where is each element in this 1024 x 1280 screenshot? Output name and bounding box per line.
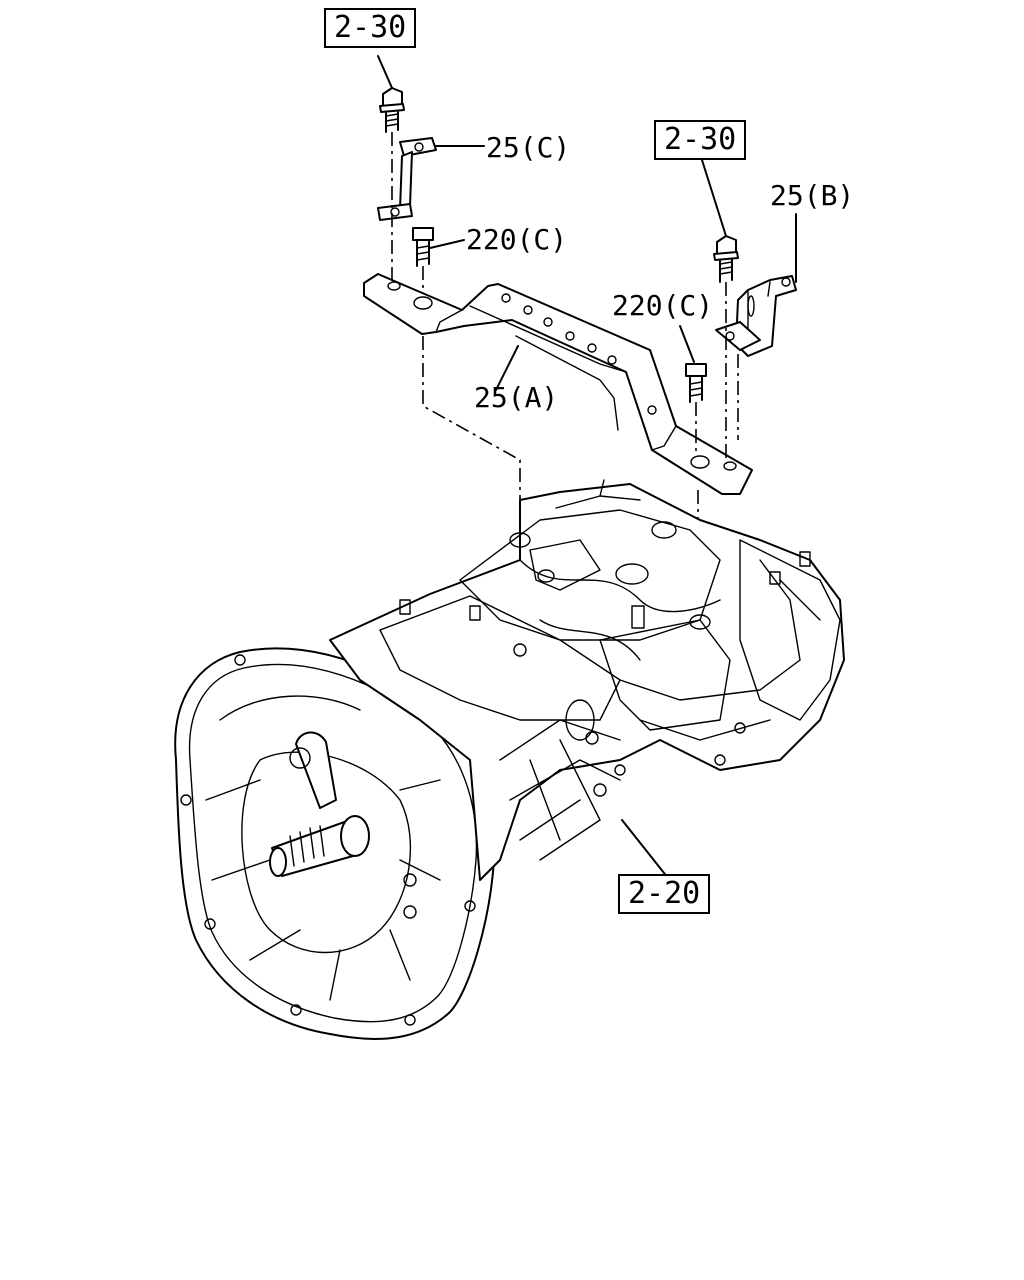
label-bolt-220c-right: 220(C) — [612, 289, 714, 322]
bracket-25c — [377, 137, 437, 221]
flange-bolt-right — [713, 235, 739, 283]
ref-callout-2-20[interactable]: 2-20 — [618, 874, 711, 914]
label-bracket-25b: 25(B) — [770, 179, 855, 212]
label-bolt-220c-left: 220(C) — [466, 223, 568, 256]
leader-line — [701, 159, 727, 237]
leader-line — [429, 239, 465, 249]
transmission-assembly — [174, 479, 845, 1040]
leader-line — [621, 819, 669, 879]
label-bracket-25c: 25(C) — [486, 131, 571, 164]
bolt-220c-left — [412, 227, 434, 267]
bolt-220c-right — [685, 363, 707, 403]
flange-bolt-left — [379, 87, 405, 133]
leader-line — [377, 55, 393, 89]
ref-callout-2-30-left[interactable]: 2-30 — [324, 8, 417, 48]
bracket-25a-crossmember — [363, 273, 753, 495]
label-bracket-25a: 25(A) — [474, 381, 559, 414]
leader-line — [679, 325, 695, 363]
bracket-25b — [715, 275, 797, 357]
ref-callout-2-30-right[interactable]: 2-30 — [654, 120, 747, 160]
leader-line — [495, 345, 519, 391]
